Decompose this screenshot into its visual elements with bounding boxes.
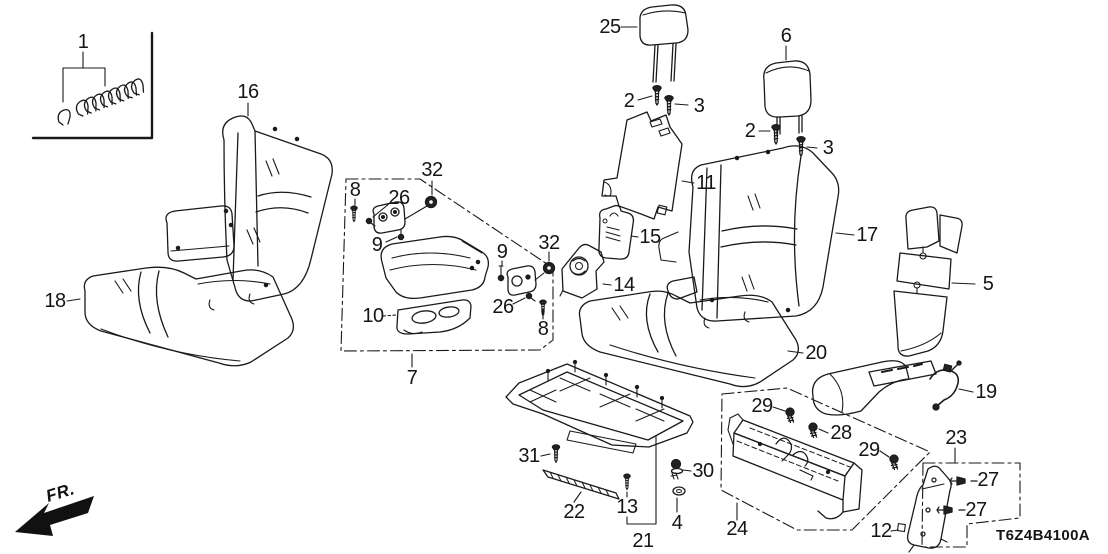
callout-9b: 9 <box>496 241 508 263</box>
callout-2a: 2 <box>623 90 635 112</box>
headrest-guide-screws-2-3-right <box>758 123 818 157</box>
wire-harness-part-19 <box>811 360 974 416</box>
callout-21: 21 <box>632 530 654 552</box>
callout-1: 1 <box>77 31 89 53</box>
armrest-hinge-left <box>372 201 428 234</box>
bracket-group-boundary-23 <box>921 447 1021 548</box>
callout-28: 28 <box>830 422 852 444</box>
callout-18: 18 <box>44 290 66 312</box>
callout-32b: 32 <box>538 232 560 254</box>
clip-pack-part-1 <box>31 31 154 140</box>
headrest-guide-screws-2-3-center <box>637 84 689 116</box>
armrest-group-boundary-7 <box>340 178 554 368</box>
callout-4: 4 <box>671 512 683 534</box>
shelf-panel <box>505 359 694 454</box>
callout-16: 16 <box>237 81 259 103</box>
bolt-part-30 <box>670 458 692 480</box>
bolt-part-13 <box>623 473 631 498</box>
armrest-hardware <box>350 180 556 320</box>
seat-back-left-part-16 <box>165 102 333 302</box>
callout-32a: 32 <box>421 159 443 181</box>
pad-part-5 <box>893 206 976 357</box>
callout-3b: 3 <box>822 137 834 159</box>
grommet-part-4 <box>672 486 686 513</box>
seat-back-right-part-17 <box>658 145 855 322</box>
headrest-center-part-25 <box>620 4 689 83</box>
callout-30: 30 <box>692 460 714 482</box>
callout-25: 25 <box>599 16 621 38</box>
callout-26a: 26 <box>388 187 410 209</box>
callout-24: 24 <box>726 518 748 540</box>
callout-7: 7 <box>406 367 418 389</box>
bolts-27 <box>936 476 978 515</box>
callout-27a: 27 <box>977 469 999 491</box>
headrest-right-part-6 <box>763 45 812 136</box>
callout-19: 19 <box>975 381 997 403</box>
armrest-hinge-right <box>506 265 545 296</box>
callout-15: 15 <box>639 226 661 248</box>
bolts-28-29 <box>772 406 899 471</box>
center-bracket-part-24 <box>727 413 863 520</box>
callout-22: 22 <box>563 501 585 523</box>
callout-27b: 27 <box>965 499 987 521</box>
callout-14: 14 <box>613 274 635 296</box>
callout-13: 13 <box>616 496 638 518</box>
side-bracket-part-12 <box>890 465 952 553</box>
callout-26b: 26 <box>492 296 514 318</box>
callout-20: 20 <box>805 342 827 364</box>
group-21-bracket <box>626 435 657 525</box>
callout-8b: 8 <box>537 318 549 340</box>
callout-17: 17 <box>856 224 878 246</box>
bracket-group-boundary-24 <box>720 387 931 531</box>
back-panel-part-11 <box>601 111 695 220</box>
seat-cushion-right-part-20 <box>578 290 804 388</box>
callout-12: 12 <box>870 520 892 542</box>
callout-11: 11 <box>696 172 716 194</box>
callout-8a: 8 <box>349 179 361 201</box>
callout-23: 23 <box>945 427 967 449</box>
callout-2b: 2 <box>744 120 756 142</box>
seat-cushion-left-part-18 <box>66 266 295 367</box>
callout-29b: 29 <box>858 439 880 461</box>
diagram-part-code: T6Z4B4100A <box>996 527 1091 544</box>
latch-part-15 <box>598 204 639 260</box>
callout-10: 10 <box>362 305 384 327</box>
screw-part-31 <box>540 444 561 463</box>
callout-3a: 3 <box>693 95 705 117</box>
armrest-cushion <box>380 235 490 300</box>
armrest-tray-part-10 <box>382 299 472 335</box>
callout-5: 5 <box>982 273 994 295</box>
callout-6: 6 <box>780 25 792 47</box>
callout-29a: 29 <box>751 395 773 417</box>
callout-31: 31 <box>518 445 540 467</box>
callout-9a: 9 <box>371 234 383 256</box>
bracket-cover-part-14 <box>559 243 612 299</box>
trim-strip-part-22 <box>542 469 620 503</box>
fr-direction-arrow <box>15 496 94 536</box>
